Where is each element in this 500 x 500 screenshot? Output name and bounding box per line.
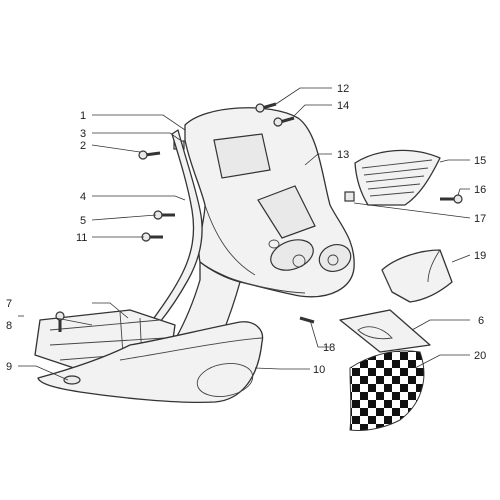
right-headlight — [318, 244, 352, 272]
left-headlight — [270, 239, 314, 271]
clip-17 — [344, 191, 355, 202]
screw-16 — [440, 194, 463, 204]
callout-6: 6 — [478, 315, 484, 327]
callout-8: 8 — [6, 320, 12, 332]
callout-10: 10 — [313, 364, 325, 376]
callout-5: 5 — [80, 215, 86, 227]
callout-16: 16 — [474, 184, 486, 196]
lower-spoiler-part — [37, 321, 264, 404]
callout-labels: 1 3 2 4 5 11 7 8 9 12 14 13 15 16 17 19 … — [6, 83, 486, 376]
decal-part — [339, 309, 431, 353]
callout-18: 18 — [323, 342, 335, 354]
leader-lines — [18, 87, 471, 381]
callout-13: 13 — [337, 149, 349, 161]
screw-14 — [273, 116, 295, 127]
callout-17: 17 — [474, 213, 486, 225]
callout-9: 9 — [6, 361, 12, 373]
callout-12: 12 — [337, 83, 349, 95]
callout-3: 3 — [80, 128, 86, 140]
fastener-9 — [63, 375, 81, 385]
fastener-2 — [138, 150, 161, 160]
callout-2: 2 — [80, 140, 86, 152]
callout-11: 11 — [76, 232, 87, 244]
callout-20: 20 — [474, 350, 486, 362]
callout-7: 7 — [6, 298, 12, 310]
callout-14: 14 — [337, 100, 349, 112]
callout-4: 4 — [80, 191, 86, 203]
shield-window-upper — [213, 133, 271, 179]
pin-18 — [299, 316, 315, 324]
screw-12 — [255, 102, 277, 113]
callout-19: 19 — [474, 250, 486, 262]
checkered-decal-part — [349, 350, 425, 431]
callout-1: 1 — [80, 110, 86, 122]
shield-window-center — [257, 185, 316, 239]
grille-part — [354, 149, 441, 206]
bracket-part — [381, 249, 453, 303]
front-shield-part — [173, 107, 355, 298]
callout-15: 15 — [474, 155, 486, 167]
fastener-5 — [153, 210, 175, 220]
fastener-11 — [141, 232, 163, 242]
